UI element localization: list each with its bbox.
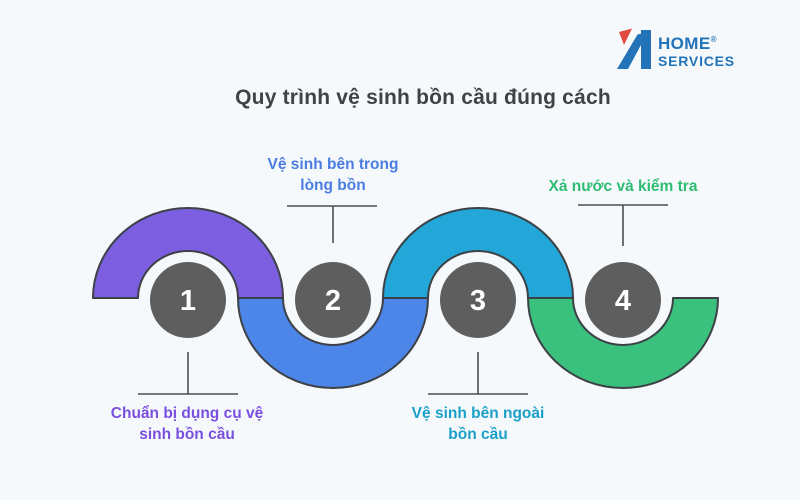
step-1-arc <box>92 207 284 299</box>
step-2-circle <box>295 262 371 338</box>
step-2-label-line1: Vệ sinh bên trong <box>267 156 399 173</box>
step-2-arc <box>237 297 429 389</box>
page-title: Quy trình vệ sinh bồn cầu đúng cách <box>235 86 611 109</box>
step-1-label-line1: Chuẩn bị dụng cụ vệ <box>110 405 264 422</box>
step-1-label-line2: sinh bồn cầu <box>139 426 235 443</box>
step-2-number: 2 <box>325 285 341 317</box>
registered-mark: ® <box>710 35 717 44</box>
step-3-connector <box>428 352 528 395</box>
step-4-label: Xả nước và kiểm tra <box>549 176 698 197</box>
step-2-label: Vệ sinh bên trong lòng bồn <box>268 154 399 196</box>
logo-red-wedge <box>619 28 632 45</box>
step-4-connector <box>578 204 668 246</box>
step-3-circle <box>440 262 516 338</box>
step-3-label-line2: bồn cầu <box>448 426 508 443</box>
logo-diagonal-stroke <box>617 32 648 69</box>
step-1-label: Chuẩn bị dụng cụ vệ sinh bồn cầu <box>111 403 263 445</box>
step-3-arc <box>382 207 574 299</box>
step-2-connector <box>287 205 377 243</box>
logo-house-icon <box>617 28 651 69</box>
step-3-number: 3 <box>470 285 486 317</box>
step-2-label-line2: lòng bồn <box>300 177 366 194</box>
logo-wordmark: HOME® SERVICES <box>658 27 735 68</box>
step-1-number: 1 <box>180 285 196 317</box>
step-1-circle <box>150 262 226 338</box>
logo-vertical-bar <box>641 30 651 69</box>
step-4-arc <box>527 297 719 389</box>
step-1-connector <box>138 352 238 395</box>
step-3-label-line1: Vệ sinh bên ngoài <box>411 405 545 422</box>
step-4-number: 4 <box>615 285 631 317</box>
logo-home-text: HOME® <box>658 35 735 52</box>
step-3-label: Vệ sinh bên ngoài bồn cầu <box>412 403 545 445</box>
logo-home-word: HOME <box>658 34 711 53</box>
step-4-label-line1: Xả nước và kiểm tra <box>548 178 698 195</box>
logo-services-text: SERVICES <box>658 53 735 69</box>
brand-logo: HOME® SERVICES <box>615 27 735 71</box>
step-4-circle <box>585 262 661 338</box>
